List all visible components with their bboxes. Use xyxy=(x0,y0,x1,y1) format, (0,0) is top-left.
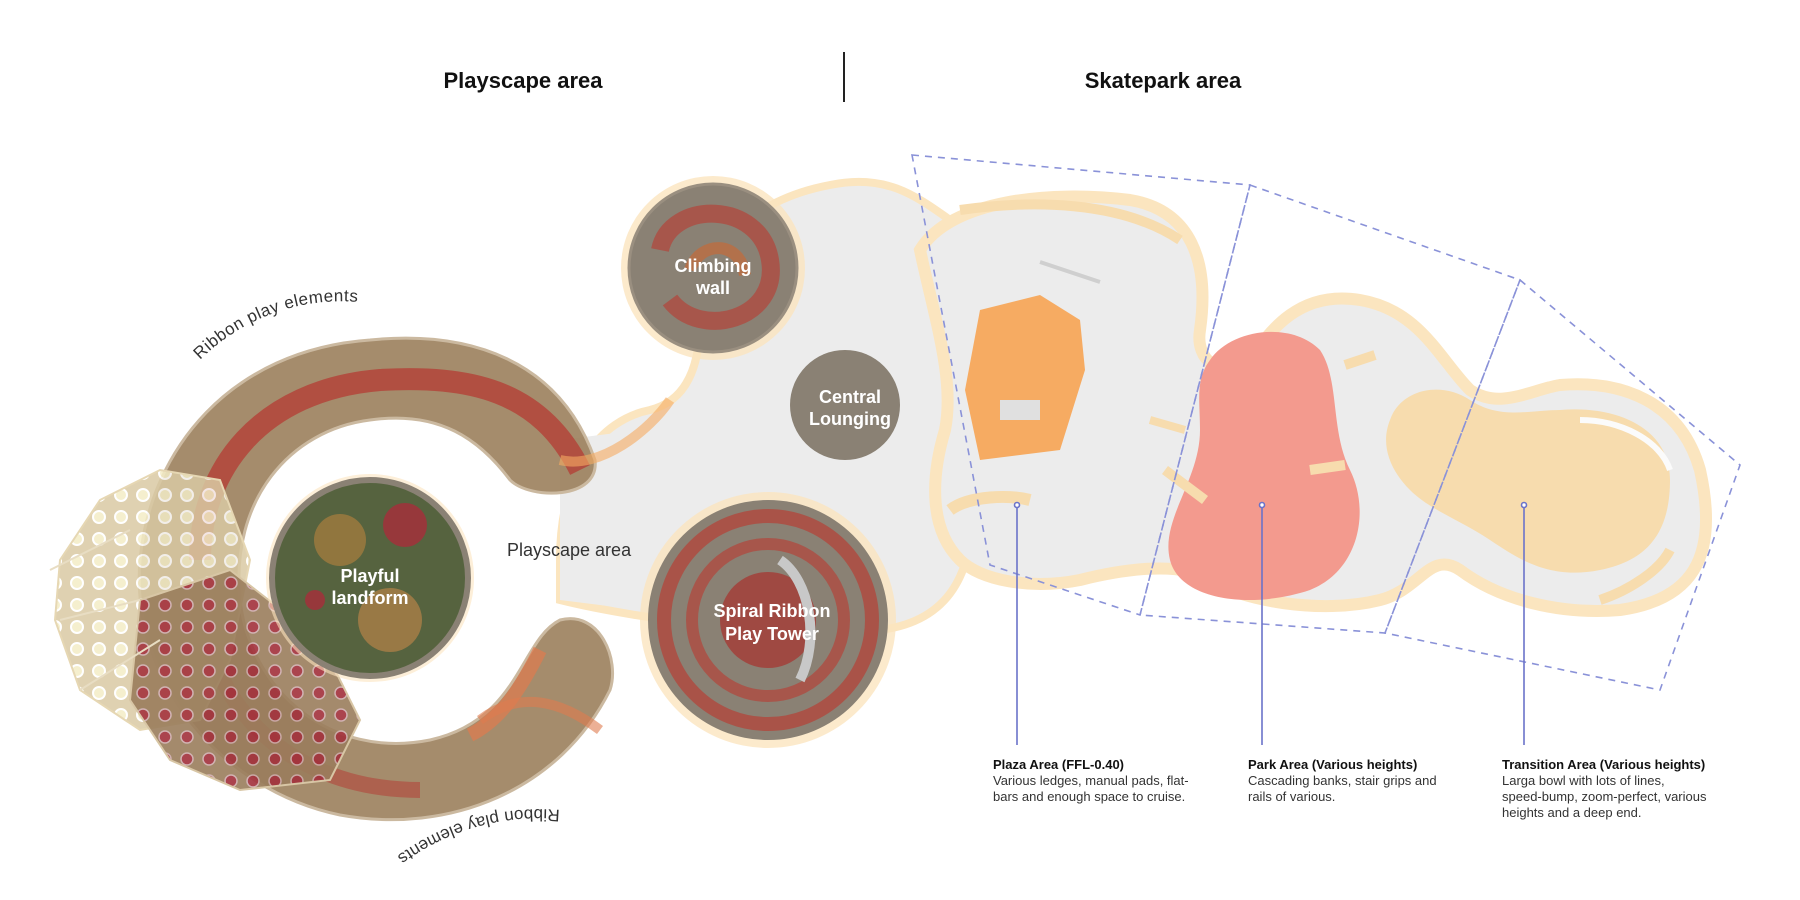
transition-area-desc: Larga bowl with lots of lines, speed-bum… xyxy=(1502,773,1707,820)
park-area-desc: Cascading banks, stair grips and rails o… xyxy=(1248,773,1437,804)
climbing-wall-label-line1: Climbing xyxy=(675,256,752,276)
central-lounging[interactable] xyxy=(785,345,905,465)
central-lounging-label-line1: Central xyxy=(819,387,881,407)
plaza-area-title: Plaza Area (FFL-0.40) xyxy=(993,757,1125,772)
plaza-area-annotation: Plaza Area (FFL-0.40) Various ledges, ma… xyxy=(993,757,1223,805)
skatepark-zone-outlines xyxy=(911,154,1741,691)
climbing-wall-label-line2: wall xyxy=(695,278,730,298)
park-area-annotation: Park Area (Various heights) Cascading ba… xyxy=(1248,757,1478,805)
ribbon-canopy-panels xyxy=(49,468,362,792)
playscape-area-header: Playscape area xyxy=(443,68,603,93)
spiral-tower-label-line1: Spiral Ribbon xyxy=(714,601,831,621)
park-area-title: Park Area (Various heights) xyxy=(1248,757,1418,772)
spiral-ribbon-play-tower[interactable] xyxy=(640,492,896,748)
orange-edge-accent xyxy=(558,397,675,467)
spiral-tower-label-line2: Play Tower xyxy=(725,624,819,644)
plaza-ledges xyxy=(946,199,1183,516)
playful-landform[interactable] xyxy=(266,474,474,682)
playful-landform-label-line1: Playful xyxy=(340,566,399,586)
skatepark-area-header: Skatepark area xyxy=(1084,68,1242,93)
central-lounging-label-line2: Lounging xyxy=(809,409,891,429)
transition-area-title: Transition Area (Various heights) xyxy=(1502,757,1706,772)
header-divider xyxy=(843,52,845,102)
park-area-bowl xyxy=(1148,331,1377,600)
playscape-center-label: Playscape area xyxy=(507,540,632,560)
annotation-leaders xyxy=(1013,501,1528,745)
transition-area-annotation: Transition Area (Various heights) Larga … xyxy=(1502,757,1732,821)
plaza-area-desc: Various ledges, manual pads, flat-bars a… xyxy=(993,773,1189,804)
climbing-wall[interactable] xyxy=(621,176,805,360)
orange-edge-accent-lower xyxy=(477,696,603,735)
transition-area-bowl xyxy=(1386,389,1675,605)
playful-landform-label-line2: landform xyxy=(331,588,408,608)
